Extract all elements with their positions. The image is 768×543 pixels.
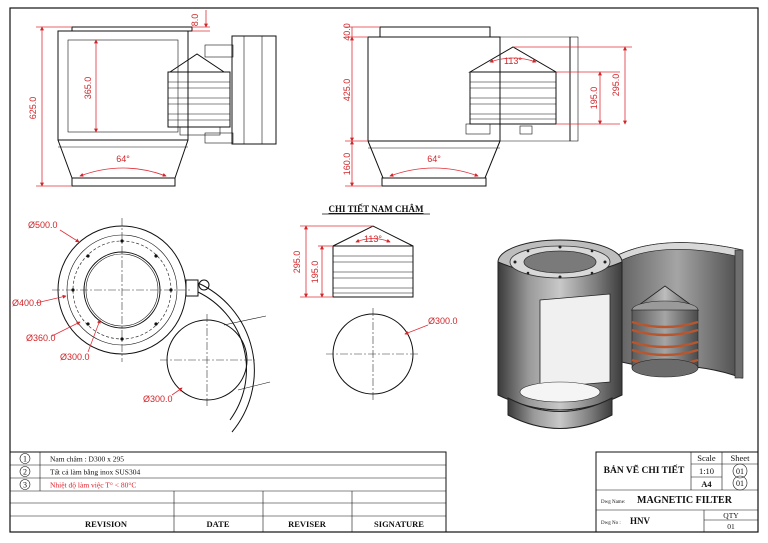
rev-header-revision: REVISION [85, 519, 128, 529]
note-2-text: Tất cả làm bằng inox SUS304 [50, 468, 140, 477]
tb-dwg-no-label: Dwg No : [601, 521, 621, 526]
notes-table: 1 Nam châm : D300 x 295 2 Tất cả làm bằn… [9, 451, 447, 533]
top-view: Ø500.0 Ø400.0 Ø360.0 Ø300.0 Ø300.0 [12, 218, 271, 433]
note-3-text: Nhiệt độ làm việc T° < 80°C [50, 481, 136, 490]
tb-dwg-name-label: Dwg Name: [601, 500, 625, 505]
note-3-num: 3 [23, 481, 27, 490]
dim-front-top: 8.0 [190, 14, 200, 27]
dim-side-magnet-angle: 113° [504, 56, 522, 66]
dim-top-d300-door: Ø300.0 [143, 394, 173, 404]
front-view: 625.0 365.0 8.0 64° [28, 10, 277, 187]
tb-drawing-type: BẢN VẼ CHI TIẾT [604, 463, 685, 476]
tb-sheet-label: Sheet [731, 453, 751, 463]
tb-dwg-name: MAGNETIC FILTER [637, 495, 733, 506]
dim-side-cone: 160.0 [342, 153, 352, 176]
dim-top-d360: Ø360.0 [26, 333, 56, 343]
magnet-detail: CHI TIẾT NAM CHÂM 295.0 195.0 113° Ø300.… [292, 204, 458, 400]
rev-header-date: DATE [207, 519, 230, 529]
dim-top-d300-inner: Ø300.0 [60, 352, 90, 362]
dim-side-top: 40.0 [342, 23, 352, 41]
dim-side-magnet-total: 295.0 [611, 74, 621, 97]
dim-detail-d300: Ø300.0 [428, 316, 458, 326]
dim-top-d400: Ø400.0 [12, 298, 42, 308]
dim-detail-body: 195.0 [310, 261, 320, 284]
rev-header-reviser: REVISER [288, 519, 327, 529]
tb-scale-label: Scale [697, 453, 716, 463]
title-block: BẢN VẼ CHI TIẾT Scale Sheet 1:10 A4 01 0… [595, 451, 759, 533]
tb-scale-value: 1:10 [699, 466, 714, 476]
dim-side-cone-angle: 64° [427, 154, 441, 164]
dim-detail-total: 295.0 [292, 251, 302, 274]
dim-top-d500: Ø500.0 [28, 220, 58, 230]
tb-paper-count: 01 [736, 479, 744, 488]
tb-sheet-value: 01 [736, 467, 744, 476]
dim-detail-angle: 113° [364, 234, 382, 244]
note-2-num: 2 [23, 468, 27, 477]
rev-header-signature: SIGNATURE [374, 519, 424, 529]
dim-front-body: 365.0 [83, 77, 93, 100]
note-1-text: Nam châm : D300 x 295 [50, 455, 124, 464]
tb-qty-value: 01 [727, 522, 735, 531]
note-1-num: 1 [23, 455, 27, 464]
tb-dwg-no: HNV [630, 516, 651, 526]
side-view: 40.0 425.0 160.0 113° 195.0 295.0 64° [342, 23, 632, 187]
detail-title: CHI TIẾT NAM CHÂM [329, 204, 424, 214]
dim-front-total: 625.0 [28, 97, 38, 120]
dim-front-cone-angle: 64° [116, 154, 130, 164]
tb-qty-label: QTY [723, 511, 739, 520]
dim-side-body: 425.0 [342, 79, 352, 102]
dim-side-magnet-body: 195.0 [589, 87, 599, 110]
tb-paper: A4 [701, 479, 712, 489]
isometric-render [497, 239, 744, 429]
